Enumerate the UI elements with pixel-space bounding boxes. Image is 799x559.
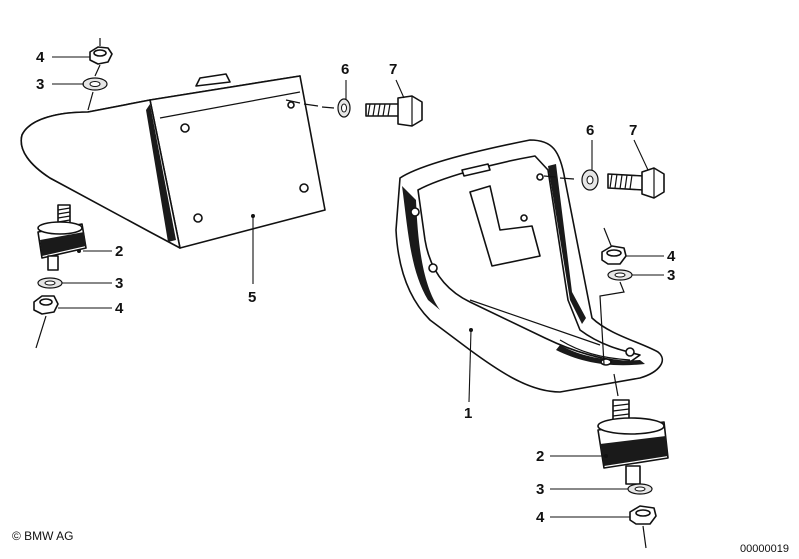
bracket-1-shadow-right: [548, 164, 586, 324]
axis-line: [35, 315, 47, 349]
bracket-1-hole: [625, 347, 635, 357]
washer-right-upper: [607, 269, 633, 281]
bracket-1-hole: [536, 173, 544, 181]
bracket-5-side-panel: [149, 75, 326, 249]
bracket-5-hole: [180, 123, 190, 133]
callout-washer-3: 3: [115, 275, 123, 292]
callout-bracket-1: 1: [464, 405, 472, 422]
callout-washer-6: 6: [586, 122, 594, 139]
bracket-5-fold-line: [159, 91, 301, 119]
axis-line: [642, 525, 647, 549]
washer-right-lower: [627, 483, 653, 495]
bracket-5-hole: [299, 183, 309, 193]
callout-screw-7: 7: [389, 61, 397, 78]
rubber-mount-left: [37, 204, 87, 271]
bracket-5-top-tab: [195, 73, 231, 87]
callout-washer-3: 3: [536, 481, 544, 498]
bracket-1-hole: [520, 214, 528, 222]
rubber-shadow: [40, 232, 86, 256]
nut-left: [33, 295, 59, 315]
nut-right-lower: [629, 505, 657, 525]
axis-line: [613, 373, 619, 397]
axis-line: [87, 64, 101, 111]
lock-washer-right: [581, 169, 599, 191]
copyright-notice: © BMW AG: [12, 529, 74, 543]
hex-screw-right: [607, 167, 665, 199]
callout-nut-4: 4: [115, 300, 124, 317]
axis-line: [603, 227, 613, 249]
bracket-1-hole: [428, 263, 438, 273]
document-number: 00000019: [740, 543, 789, 555]
callout-bracket-5: 5: [248, 289, 256, 306]
rubber-shadow: [600, 436, 668, 466]
screw-head: [397, 95, 423, 127]
leader-lines: [52, 56, 664, 518]
callout-nut-4: 4: [36, 49, 45, 66]
bracket-1-hole: [410, 207, 420, 217]
bracket-1-drawing: [395, 139, 664, 393]
hex-screw-top: [365, 95, 423, 127]
callout-rubber-mount-2: 2: [115, 243, 123, 260]
bracket-5-inner-face: [20, 99, 181, 249]
callout-nut-4: 4: [667, 248, 676, 265]
bracket-1-mount-plate: [469, 185, 541, 267]
bracket-1-lip-line: [559, 339, 631, 361]
callout-washer-3: 3: [36, 76, 44, 93]
callout-washer-6: 6: [341, 61, 349, 78]
bracket-5-hole: [193, 213, 203, 223]
callout-nut-4: 4: [536, 509, 545, 526]
axis-dashed: [543, 175, 575, 180]
axis-dashed: [285, 99, 335, 109]
bracket-1-stud-hole: [600, 358, 612, 366]
callout-rubber-mount-2: 2: [536, 448, 544, 465]
washer-left: [37, 277, 63, 289]
screw-head: [641, 167, 665, 199]
bracket-5-drawing: [20, 73, 326, 249]
bracket-1-fold-line: [469, 299, 601, 346]
bracket-1-slot: [461, 163, 491, 177]
bracket-1-shadow-left: [402, 186, 440, 310]
nut-bore: [93, 49, 107, 57]
nut-top-left: [89, 38, 113, 65]
threaded-stud: [47, 255, 59, 271]
nut-right-upper: [601, 245, 627, 265]
lock-washer-top: [337, 98, 351, 118]
axis-line: [599, 281, 625, 365]
bracket-5-hole: [287, 101, 295, 109]
bracket-5-inner-shadow: [146, 104, 176, 242]
threaded-stud: [625, 465, 641, 485]
washer-top-left: [82, 77, 108, 91]
callout-washer-3: 3: [667, 267, 675, 284]
rubber-mount-right: [597, 399, 669, 485]
callout-screw-7: 7: [629, 122, 637, 139]
